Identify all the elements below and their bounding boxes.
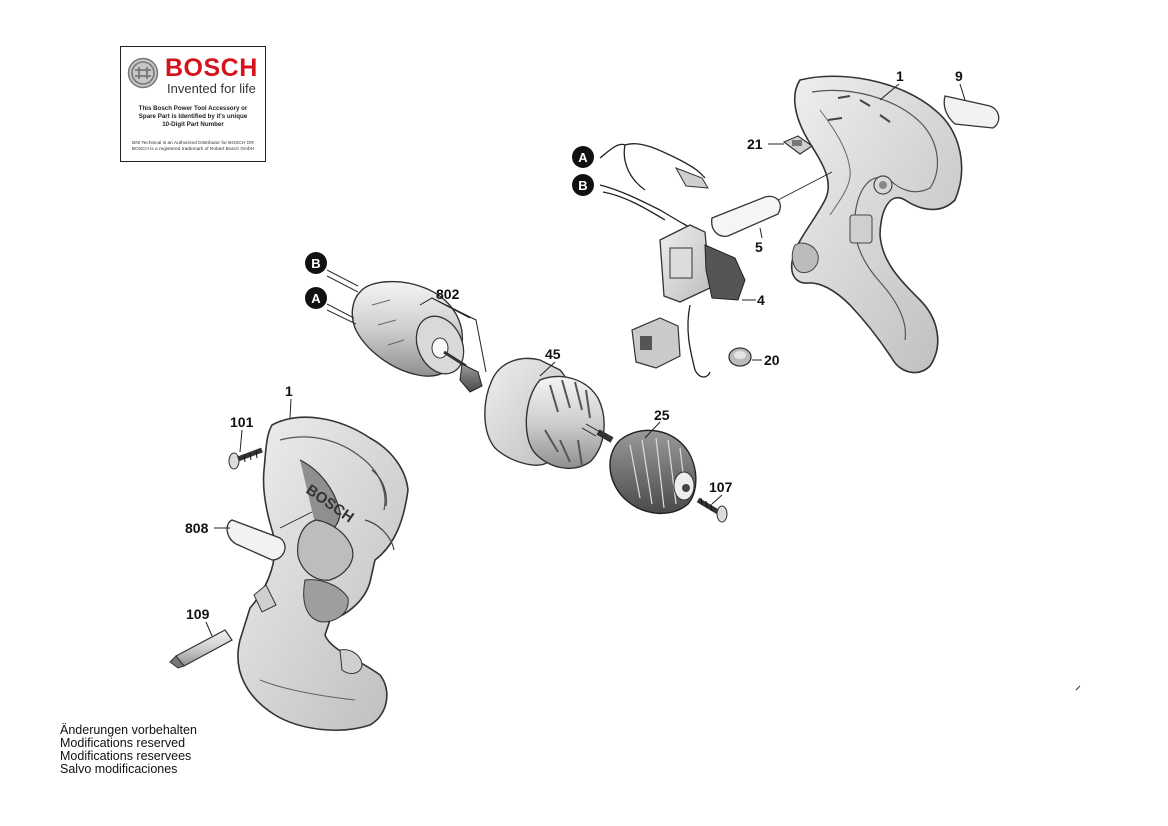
part-number-101: 101 (230, 414, 254, 430)
screw-101-part (228, 447, 263, 470)
bosch-emblem-icon (127, 57, 159, 89)
switch-cover-part (711, 195, 781, 237)
distributor-note: BNI Technical is an Authorized Distribut… (125, 141, 261, 153)
housing-half-left (237, 416, 409, 731)
part-number-5: 5 (755, 239, 763, 255)
modifications-footnote: Änderungen vorbehalten Modifications res… (60, 724, 197, 776)
part-number-808: 808 (185, 520, 209, 536)
wire-connector-part (674, 167, 709, 189)
part-number-1-bottom: 1 (285, 383, 293, 399)
distributor-line: BNI Technical is an Authorized Distribut… (132, 141, 254, 146)
part-number-25: 25 (654, 407, 670, 423)
note-line: Spare Part is Identified by it's unique (138, 113, 248, 120)
connector-a-motor-label: A (311, 291, 321, 306)
connector-b-label: B (578, 178, 587, 193)
part-number-109: 109 (186, 606, 210, 622)
brand-tagline: Invented for life (167, 81, 256, 96)
part-number-9: 9 (955, 68, 963, 84)
part-number-note: This Bosch Power Tool Accessory or Spare… (125, 105, 261, 129)
part-number-4: 4 (757, 292, 765, 308)
part-number-45: 45 (545, 346, 561, 362)
screwdriver-bit-part (169, 629, 233, 669)
brand-name: BOSCH (165, 54, 258, 82)
label-808-part (226, 519, 286, 561)
footnote-line-de: Änderungen vorbehalten (60, 723, 197, 737)
nameplate-part (943, 95, 1000, 129)
note-line: This Bosch Power Tool Accessory or (138, 105, 248, 112)
note-line: 10-Digit Part Number (162, 121, 224, 128)
motor-part (351, 280, 483, 393)
screw-107-part (696, 497, 728, 523)
direction-switch-part (631, 317, 681, 369)
part-number-20: 20 (764, 352, 780, 368)
part-number-1: 1 (896, 68, 904, 84)
housing-half-right (790, 75, 963, 374)
footnote-line-en: Modifications reserved (60, 736, 186, 750)
gearbox-part (484, 357, 614, 469)
footnote-line-fr: Modifications reservees (60, 749, 192, 763)
part-number-802: 802 (436, 286, 460, 302)
part-number-21: 21 (747, 136, 763, 152)
connector-a-label: A (578, 150, 588, 165)
chuck-part (609, 429, 697, 515)
connector-b-motor-label: B (311, 256, 320, 271)
part-number-107: 107 (709, 479, 733, 495)
distributor-line: BOSCH is a registered trademark of Rober… (131, 147, 255, 152)
switch-part (631, 224, 746, 369)
bosch-logo-box: BOSCH Invented for life This Bosch Power… (120, 46, 266, 162)
footnote-line-es: Salvo modificaciones (60, 762, 178, 776)
